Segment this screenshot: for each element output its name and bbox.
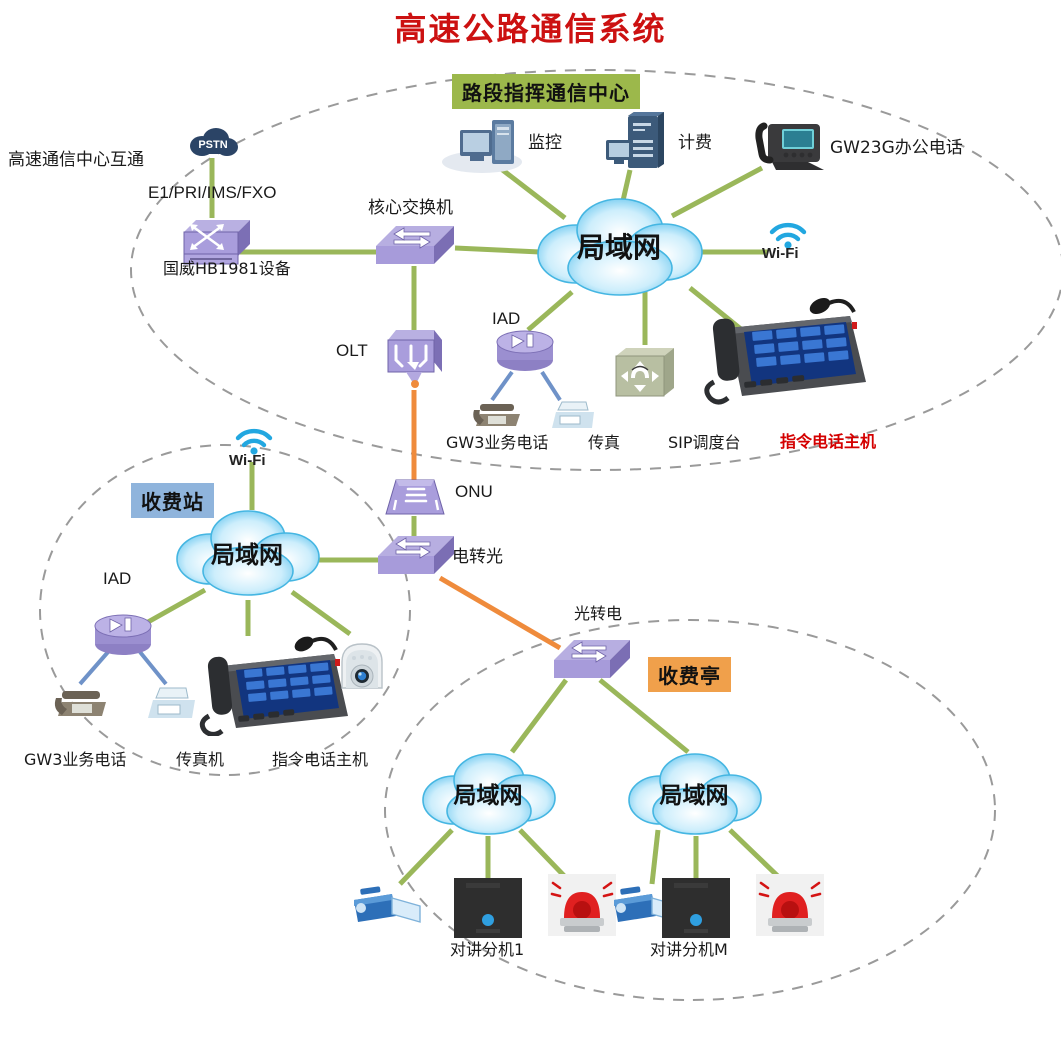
- gw3-phone-label-toll-station: GW3业务电话: [24, 750, 127, 769]
- electric-to-optical-switch-icon[interactable]: [374, 530, 458, 585]
- center-lan-label: 局域网: [576, 231, 661, 264]
- center-lan-cloud[interactable]: 局域网: [528, 192, 710, 300]
- alarm-beacon-icon-1[interactable]: [548, 874, 616, 941]
- wifi-icon-center[interactable]: [766, 218, 810, 255]
- iad-label-toll-station: IAD: [103, 569, 132, 588]
- billing-server-icon[interactable]: [600, 112, 666, 179]
- trunk-label: E1/PRI/IMS/FXO: [148, 183, 277, 202]
- wifi-icon-toll-station[interactable]: [232, 424, 276, 461]
- intercom-label-1: 对讲分机1: [450, 940, 525, 959]
- billing-label: 计费: [678, 133, 712, 153]
- toll-booth-lan-cloud-2[interactable]: 局域网: [620, 748, 768, 838]
- onu-label: ONU: [455, 482, 493, 501]
- toll-booth-lan-label-1: 局域网: [453, 783, 523, 809]
- gateway-device-icon[interactable]: [176, 214, 252, 273]
- gw3-phone-icon-center[interactable]: [468, 392, 524, 437]
- office-phone-label: GW23G办公电话: [830, 138, 963, 158]
- toll-station-lan-label: 局域网: [211, 540, 283, 569]
- alarm-beacon-icon-m[interactable]: [756, 874, 824, 941]
- optical-to-electric-switch-icon[interactable]: [550, 634, 634, 689]
- pstn-label: PSTN: [198, 139, 227, 151]
- office-phone-icon[interactable]: [742, 112, 830, 179]
- olt-icon[interactable]: [382, 326, 448, 395]
- olt-label: OLT: [336, 341, 368, 360]
- zone-banner-toll-station: 收费站: [131, 483, 214, 518]
- page-title: 高速公路通信系统: [394, 10, 667, 48]
- fax-icon-toll-station[interactable]: [138, 678, 200, 727]
- monitor-workstation-icon[interactable]: [440, 112, 524, 179]
- toll-station-lan-cloud[interactable]: 局域网: [168, 505, 326, 599]
- dome-camera-icon-toll-station[interactable]: [332, 636, 392, 703]
- gateway-label: 国威HB1981设备: [163, 259, 291, 278]
- iad-router-icon-toll-station[interactable]: [92, 610, 154, 663]
- zone-banner-toll-booth: 收费亭: [648, 657, 731, 692]
- toll-booth-lan-cloud-1[interactable]: 局域网: [414, 748, 562, 838]
- zone-banner-center: 路段指挥通信中心: [452, 74, 640, 109]
- intercom-label-m: 对讲分机M: [650, 940, 728, 959]
- interconnect-label: 高速通信中心互通: [8, 150, 144, 170]
- sip-console-label: SIP调度台: [668, 433, 741, 452]
- e2o-label: 电转光: [452, 547, 503, 567]
- sip-console-icon[interactable]: [612, 344, 678, 405]
- iad-label-center: IAD: [492, 309, 521, 328]
- core-switch-icon[interactable]: [372, 220, 458, 275]
- fiber-e2o-o2e: [438, 575, 562, 651]
- gw3-phone-label-center: GW3业务电话: [446, 433, 549, 452]
- fax-label-toll-station: 传真机: [176, 750, 225, 769]
- onu-icon[interactable]: [382, 474, 448, 523]
- box-camera-icon-booth-1[interactable]: [348, 880, 426, 937]
- gw3-phone-icon-toll-station[interactable]: [48, 678, 110, 727]
- command-phone-label-center: 指令电话主机: [780, 432, 877, 451]
- core-switch-label: 核心交换机: [368, 198, 453, 218]
- wifi-label-center: Wi-Fi: [762, 245, 799, 262]
- intercom-unit-icon-1[interactable]: [452, 876, 524, 945]
- wifi-label-toll-station: Wi-Fi: [229, 452, 266, 469]
- monitor-label: 监控: [528, 133, 562, 153]
- command-phone-icon-center[interactable]: [700, 286, 886, 411]
- intercom-unit-icon-m[interactable]: [660, 876, 732, 945]
- command-phone-label-toll-station: 指令电话主机: [272, 750, 369, 769]
- toll-booth-lan-label-2: 局域网: [659, 783, 729, 809]
- fax-icon-center[interactable]: [542, 392, 598, 437]
- o2e-label: 光转电: [574, 604, 623, 623]
- command-phone-icon-toll-station[interactable]: [196, 626, 366, 741]
- fax-label-center: 传真: [588, 433, 621, 452]
- iad-router-icon-center[interactable]: [494, 326, 556, 379]
- pstn-cloud-icon[interactable]: PSTN: [186, 126, 240, 165]
